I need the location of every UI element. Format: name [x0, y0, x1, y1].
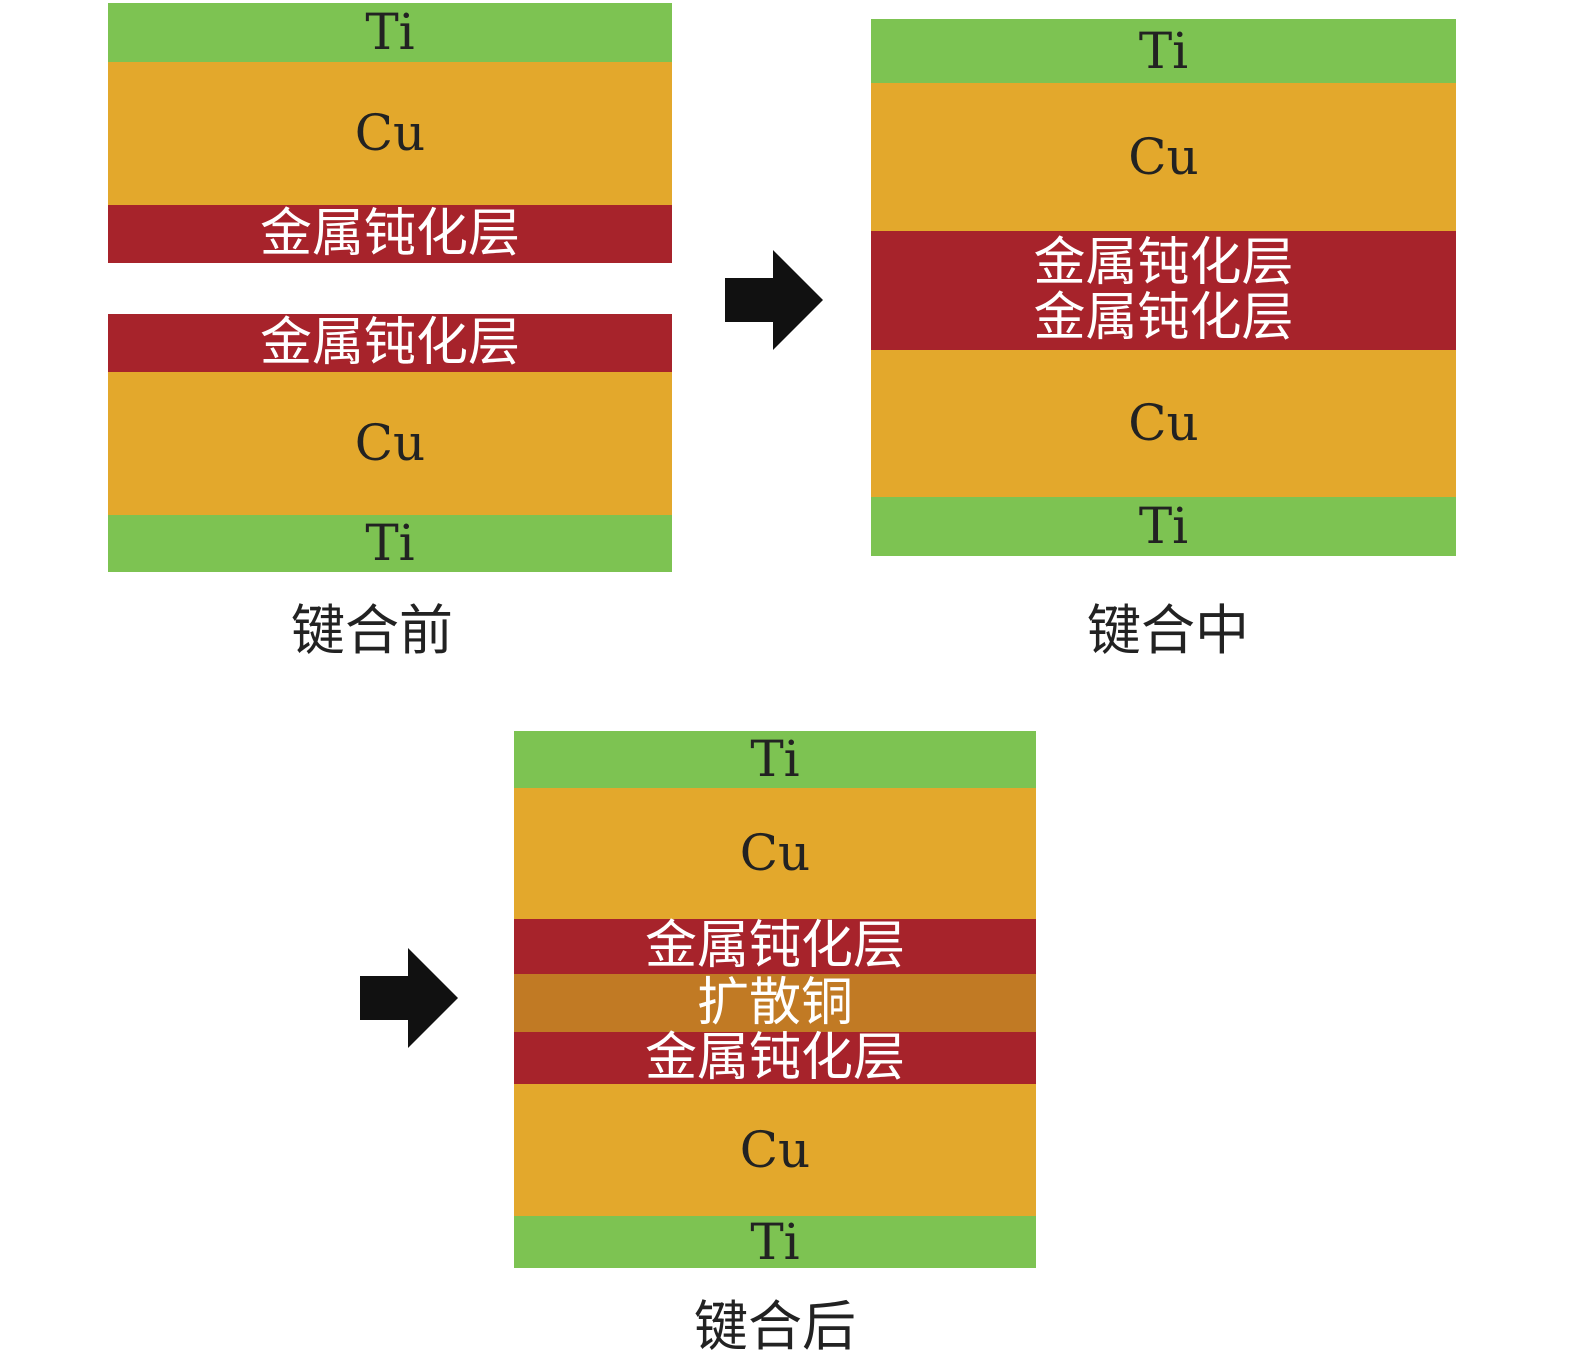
layer-label: 金属钝化层	[644, 916, 905, 977]
during-top-cu-layer: Cu	[871, 83, 1456, 231]
arrow-right-icon	[360, 948, 458, 1048]
during-top-ti-layer: Ti	[871, 19, 1456, 83]
after-top-cu-layer: Cu	[514, 788, 1036, 919]
caption-after: 键合后	[694, 1295, 856, 1358]
after-bottom-ti-layer: Ti	[514, 1216, 1036, 1268]
layer-label: Ti	[365, 514, 415, 573]
during-bottom-cu-layer: Cu	[871, 350, 1456, 497]
before-top-cu-layer: Cu	[108, 62, 672, 205]
before-top-ti-layer: Ti	[108, 3, 672, 62]
during-passivation-layers: 金属钝化层金属钝化层	[871, 231, 1456, 350]
layer-label: Cu	[354, 104, 426, 163]
layer-label: Ti	[750, 1212, 800, 1271]
layer-label: Cu	[1128, 127, 1199, 186]
before-bottom-cu-layer: Cu	[108, 372, 672, 515]
after-top-ti-layer: Ti	[514, 731, 1036, 788]
caption-during: 键合中	[1087, 599, 1249, 662]
layer-label: 金属钝化层	[259, 312, 520, 373]
layer-label: Cu	[1128, 394, 1199, 453]
after-top-passivation-layer: 金属钝化层	[514, 919, 1036, 974]
after-bottom-cu-layer: Cu	[514, 1084, 1036, 1216]
layer-label: Cu	[739, 824, 811, 883]
arrow-right-icon	[725, 250, 823, 350]
layer-label: 金属钝化层	[259, 203, 520, 264]
layer-label: Ti	[365, 3, 415, 62]
layer-label: Ti	[1138, 21, 1189, 80]
layer-label: 金属钝化层	[1033, 232, 1294, 293]
layer-label: Cu	[739, 1120, 811, 1179]
before-bottom-ti-layer: Ti	[108, 515, 672, 572]
layer-label: Cu	[354, 414, 426, 473]
caption-before: 键合前	[291, 599, 453, 662]
before-top-passivation-layer: 金属钝化层	[108, 205, 672, 263]
before-bottom-passivation-layer: 金属钝化层	[108, 314, 672, 372]
layer-label: 金属钝化层	[644, 1027, 905, 1088]
layer-label: 金属钝化层	[1033, 287, 1294, 348]
after-diffused-cu-layer: 扩散铜	[514, 974, 1036, 1032]
layer-label: Ti	[750, 730, 800, 789]
layer-label: 扩散铜	[696, 972, 853, 1033]
during-bottom-ti-layer: Ti	[871, 497, 1456, 556]
layer-label: Ti	[1138, 497, 1189, 556]
after-bottom-passivation-layer: 金属钝化层	[514, 1027, 1036, 1088]
